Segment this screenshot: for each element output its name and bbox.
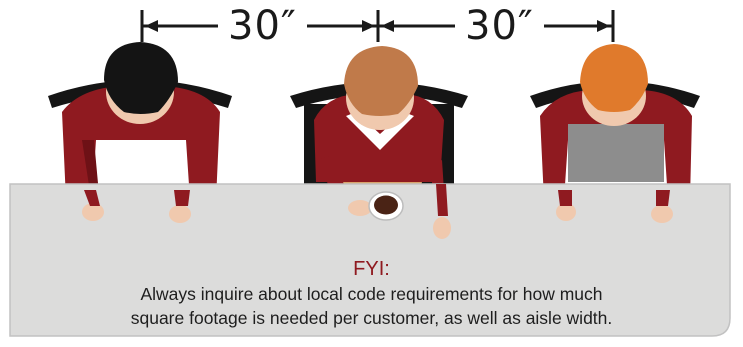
- arrowhead-icon: [597, 20, 610, 32]
- fyi-body: Always inquire about local code requirem…: [0, 282, 743, 330]
- arrowhead-icon: [381, 20, 394, 32]
- coffee-cup-icon: [368, 191, 404, 221]
- hair-center: [344, 46, 418, 116]
- chair-right: [530, 81, 700, 108]
- arrowhead-icon: [362, 20, 375, 32]
- vest-right: [568, 124, 664, 182]
- table-surface: [9, 183, 731, 337]
- dimension-label-left: 30″: [218, 0, 307, 52]
- hair-left: [104, 42, 178, 114]
- arrowhead-icon: [145, 20, 158, 32]
- fyi-title: FYI:: [353, 258, 390, 280]
- shirt-left: [62, 86, 220, 200]
- hair-right: [580, 44, 648, 112]
- fyi-line-2: square footage is needed per customer, a…: [130, 308, 613, 328]
- fyi-note: FYI: Always inquire about local code req…: [0, 257, 743, 330]
- dimension-label-right: 30″: [455, 0, 544, 52]
- fyi-line-1: Always inquire about local code requirem…: [140, 284, 603, 304]
- shirt-right: [540, 90, 692, 200]
